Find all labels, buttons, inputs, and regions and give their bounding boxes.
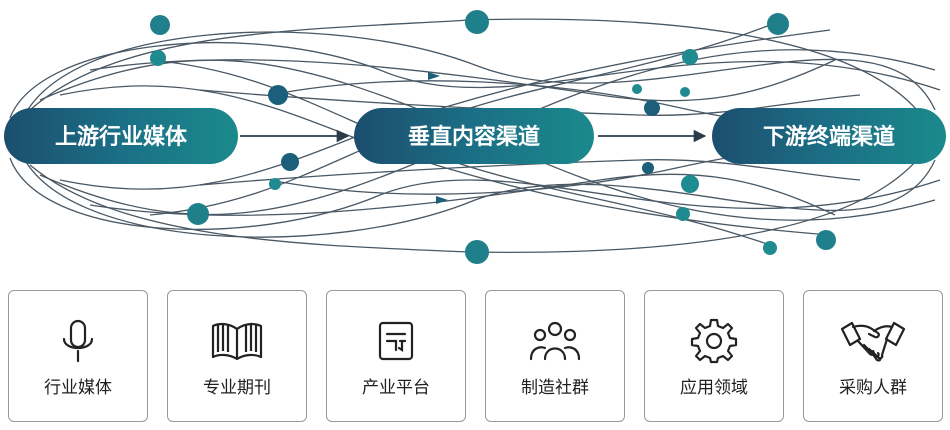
flow-nodes — [150, 10, 836, 264]
flow-node — [642, 162, 654, 174]
stage-downstream: 下游终端渠道 — [712, 108, 946, 164]
open-book-icon — [211, 322, 263, 361]
gear-icon — [690, 318, 738, 364]
flow-curve — [9, 157, 941, 230]
flow-node — [681, 175, 699, 193]
flow-node — [465, 240, 489, 264]
stage-upstream-label: 上游行业媒体 — [55, 124, 188, 150]
flow-node — [763, 241, 777, 255]
flow-curve — [199, 89, 861, 116]
category-card: 制造社群 — [485, 290, 625, 422]
flow-node — [767, 13, 789, 35]
category-cards: 行业媒体 专业期刊 产业平台 — [8, 290, 944, 422]
people-group-icon — [529, 321, 581, 361]
category-label: 产业平台 — [362, 378, 430, 398]
flow-curve — [89, 173, 836, 216]
flow-node — [676, 207, 690, 221]
flow-node — [632, 84, 642, 94]
stage-vertical-label: 垂直内容渠道 — [408, 124, 540, 150]
flow-curve — [29, 18, 926, 121]
flow-node — [816, 230, 836, 250]
document-icon — [378, 321, 414, 361]
microphone-icon — [62, 319, 94, 363]
flow-curve — [29, 149, 926, 253]
flow-node — [150, 15, 170, 35]
category-label: 专业期刊 — [203, 378, 271, 398]
flow-diagram: 上游行业媒体 垂直内容渠道 下游终端渠道 — [4, 10, 946, 264]
flow-node — [268, 85, 288, 105]
flow-node — [682, 49, 698, 65]
flow-node — [465, 10, 489, 34]
category-label: 采购人群 — [839, 378, 907, 398]
category-card: 应用领域 — [644, 290, 784, 422]
flow-node — [281, 153, 299, 171]
category-card: 产业平台 — [326, 290, 466, 422]
stage-upstream: 上游行业媒体 — [4, 108, 238, 164]
flow-node — [680, 87, 690, 97]
flow-curve — [9, 42, 941, 119]
flow-direction-arrow — [436, 196, 448, 204]
category-label: 应用领域 — [680, 378, 748, 398]
flow-node — [187, 203, 209, 225]
flow-curve — [89, 59, 836, 102]
flow-node — [150, 50, 166, 66]
stage-vertical: 垂直内容渠道 — [354, 108, 594, 164]
category-card: 专业期刊 — [167, 290, 307, 422]
flow-curve — [199, 159, 861, 186]
flow-node — [644, 100, 660, 116]
category-card: 行业媒体 — [8, 290, 148, 422]
category-label: 制造社群 — [521, 378, 589, 398]
handshake-icon — [840, 321, 906, 362]
flow-direction-arrow — [428, 72, 440, 80]
category-card: 采购人群 — [803, 290, 943, 422]
stage-downstream-label: 下游终端渠道 — [763, 124, 895, 150]
flow-node — [269, 178, 281, 190]
category-label: 行业媒体 — [44, 378, 112, 398]
